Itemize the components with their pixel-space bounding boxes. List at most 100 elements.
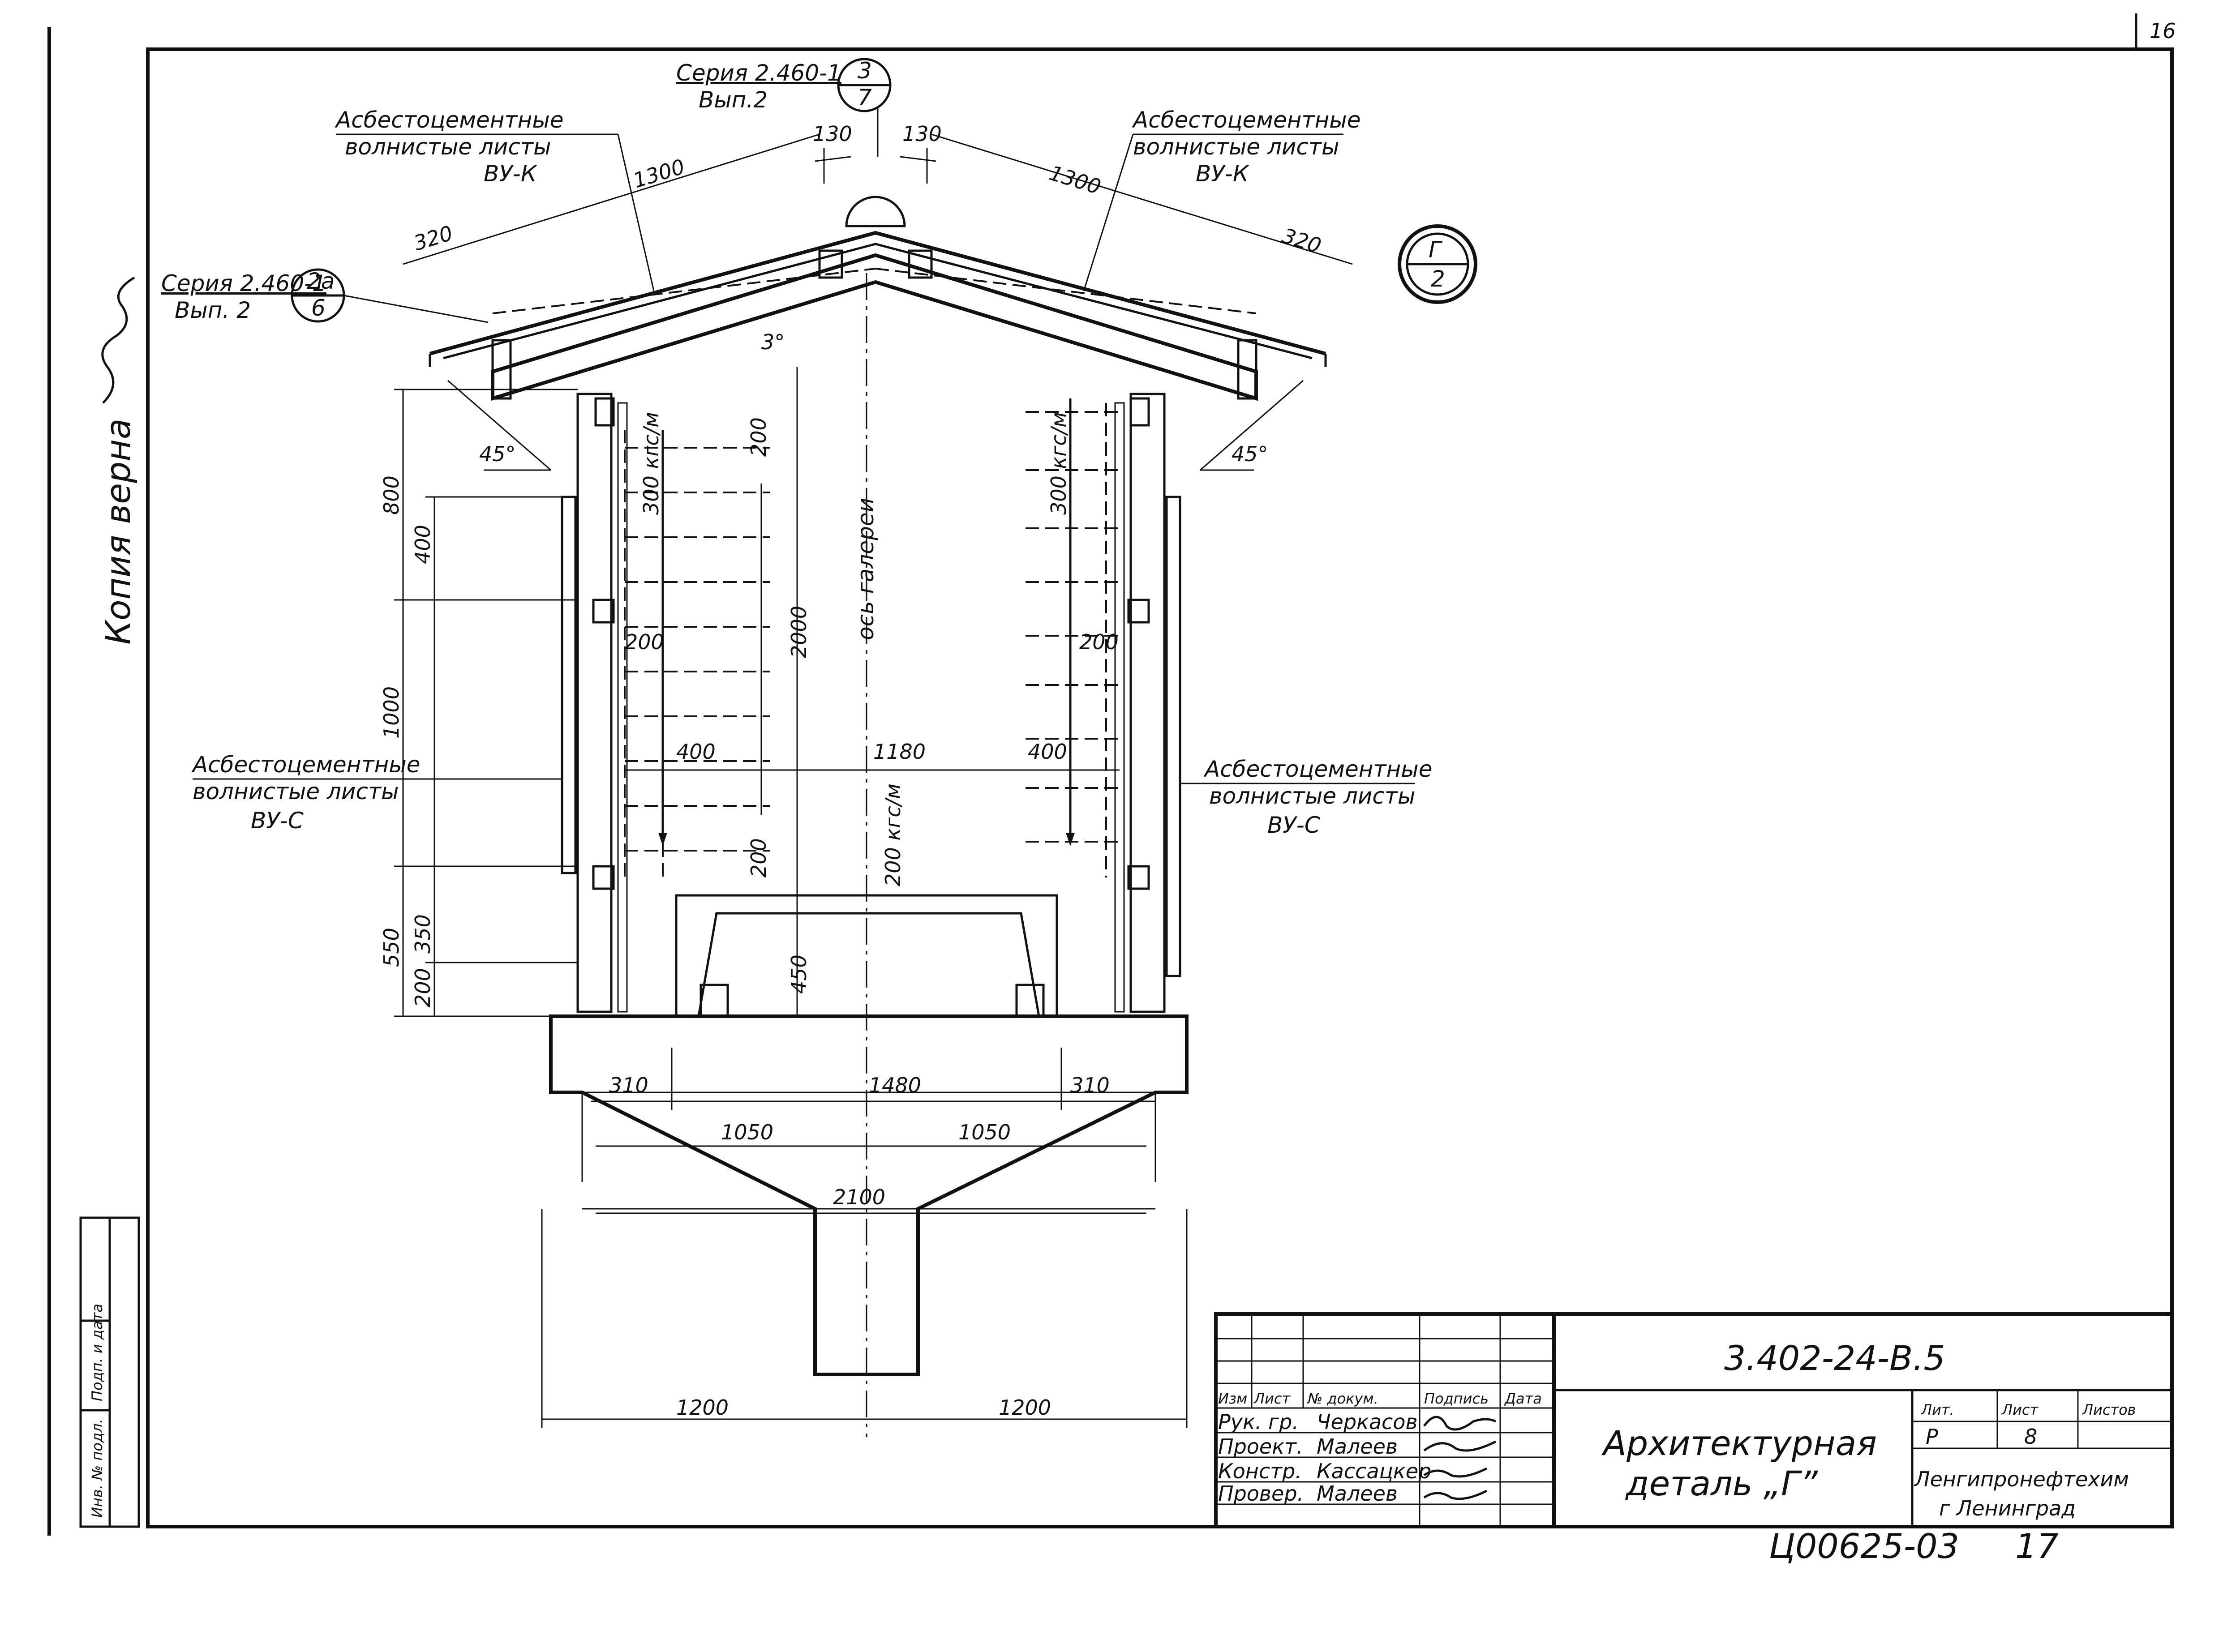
callout-series-left-text: Серия 2.460-1: [161, 270, 326, 296]
roof-dimension-lines: [403, 133, 1353, 265]
load-left: 300 кгс/м: [639, 412, 663, 515]
note-roof-left-line3: ВУ-К: [484, 161, 538, 187]
tb-header-stage: Лит.: [1921, 1401, 1954, 1418]
tb-header-date: Дата: [1504, 1390, 1542, 1407]
dim-purlin-200-left: 200: [625, 630, 664, 654]
tb-organization: Ленгипронефтехим: [1914, 1467, 2129, 1491]
note-wall-left-line2: волнистые листы: [193, 779, 399, 805]
note-wall-right-line3: ВУ-С: [1267, 812, 1320, 838]
side-stamp: [79, 1216, 140, 1528]
dim-roof-1300-left: 1300: [630, 154, 687, 193]
roof-structure: [429, 196, 1327, 401]
dim-ridge-130-left: 130: [813, 122, 852, 146]
dim-half-1050-right: 1050: [958, 1120, 1011, 1144]
callout-series-left-num: 2а: [307, 268, 335, 294]
dim-height-1000: 1000: [379, 686, 403, 739]
tb-header-change: Изм: [1218, 1390, 1247, 1407]
note-roof-right-line2: волнистые листы: [1133, 134, 1339, 160]
dim-purlin-400-left: 400: [676, 740, 716, 764]
note-roof-right-line3: ВУ-К: [1196, 161, 1250, 187]
tb-person-1-name: Малеев: [1317, 1434, 1398, 1459]
sheet-corner-number: 16: [2150, 19, 2176, 43]
dim-bottom-1200-right: 1200: [999, 1395, 1051, 1420]
dim-height-550: 550: [379, 928, 403, 967]
dim-base-1480: 1480: [869, 1073, 921, 1097]
copy-verified-note: Копия верна: [98, 419, 138, 645]
tb-person-1-role: Проект.: [1218, 1434, 1303, 1459]
angle-right-label: 45°: [1232, 442, 1268, 466]
leader-roof-left-arrow: [617, 134, 655, 291]
callout-series-left-marker: [291, 268, 489, 323]
side-stamp-inv: Инв. № подл.: [89, 1419, 106, 1518]
load-right: 300 кгс/м: [1047, 412, 1071, 515]
tb-header-sheets: Листов: [2082, 1401, 2136, 1418]
archive-sheet: 17: [2015, 1526, 2059, 1566]
dim-roof-1300-right: 1300: [1047, 161, 1104, 199]
callout-series-top-num: 3: [858, 58, 872, 84]
tb-city: г Ленинград: [1939, 1496, 2076, 1520]
callout-series-top-marker: [837, 58, 892, 157]
detail-marker-num: Г: [1429, 237, 1443, 263]
tb-title-line2: деталь „Г”: [1625, 1464, 1818, 1503]
note-wall-left-line1: Асбестоцементные: [191, 752, 421, 778]
dim-width-2100: 2100: [833, 1185, 885, 1209]
dim-inner-200-top: 200: [747, 417, 771, 457]
dim-purlin-400-right: 400: [1028, 740, 1067, 764]
base-beam: [541, 1014, 1189, 1428]
dim-inner-2000: 2000: [787, 606, 811, 658]
sheet-frame: [47, 13, 2174, 1536]
note-wall-right-line1: Асбестоцементные: [1203, 756, 1433, 782]
tb-header-sheet-no: Лист: [2001, 1401, 2038, 1418]
callout-series-top-den: 7: [858, 85, 872, 111]
tb-title-line1: Архитектурная: [1601, 1423, 1877, 1463]
tb-stage-value: Р: [1926, 1425, 1938, 1449]
left-height-dimensions: [394, 389, 578, 1017]
dim-purlin-200-right: 200: [1079, 630, 1119, 654]
copy-verified-signature: [101, 276, 135, 404]
tb-signatures: [1423, 1416, 1497, 1500]
dim-base-310-left: 310: [609, 1073, 648, 1097]
note-roof-left-line2: волнистые листы: [345, 134, 551, 160]
dim-base-310-right: 310: [1070, 1073, 1110, 1097]
dim-inner-200-bottom: 200: [747, 838, 771, 877]
dim-height-400: 400: [411, 525, 435, 564]
tb-person-0-name: Черкасов: [1317, 1410, 1418, 1434]
angle-right-line: [1200, 380, 1304, 471]
load-arrows: [658, 398, 1075, 846]
callout-series-left-issue: Вып. 2: [175, 297, 251, 323]
angle-left-label: 45°: [479, 442, 516, 466]
conveyor-frame: [675, 894, 1058, 1018]
note-roof-right-line1: Асбестоцементные: [1132, 107, 1361, 133]
dim-span-1180: 1180: [873, 740, 926, 764]
tb-person-3-role: Провер.: [1218, 1481, 1304, 1506]
note-roof-left-line1: Асбестоцементные: [335, 107, 564, 133]
dim-inner-450: 450: [787, 954, 811, 994]
note-wall-left-line3: ВУ-С: [251, 808, 304, 834]
tb-designation: 3.402-24-В.5: [1724, 1338, 1945, 1378]
archive-code: Ц00625-03: [1769, 1526, 1959, 1566]
load-center: 200 кгс/м: [881, 783, 905, 886]
gallery-walls: [561, 393, 1181, 1013]
tb-person-3-name: Малеев: [1317, 1481, 1398, 1506]
title-block: [1214, 1312, 2174, 1528]
tb-header-sheet: Лист: [1253, 1390, 1291, 1407]
note-wall-right-line2: волнистые листы: [1209, 783, 1416, 809]
detail-marker: [1398, 224, 1477, 304]
angle-left-line: [447, 380, 551, 471]
callout-series-top-text: Серия 2.460-1: [676, 60, 841, 86]
tb-header-signature: Подпись: [1424, 1390, 1489, 1407]
callout-series-top-issue: Вып.2: [699, 87, 768, 113]
purlin-marks: [760, 367, 798, 1016]
callout-series-left-den: 6: [311, 295, 326, 321]
dim-height-350: 350: [411, 914, 435, 954]
dim-height-200: 200: [411, 968, 435, 1007]
base-dimension-lines: [542, 1048, 1187, 1420]
tb-person-0-role: Рук. гр.: [1218, 1410, 1299, 1434]
dim-ridge-130-right: 130: [902, 122, 942, 146]
slope-angle: 3°: [761, 330, 785, 354]
tb-sheet-value: 8: [2024, 1425, 2037, 1449]
purlins-right: [1026, 403, 1120, 877]
dim-eave-320-right: 320: [1279, 223, 1324, 258]
dim-bottom-1200-left: 1200: [676, 1395, 729, 1420]
